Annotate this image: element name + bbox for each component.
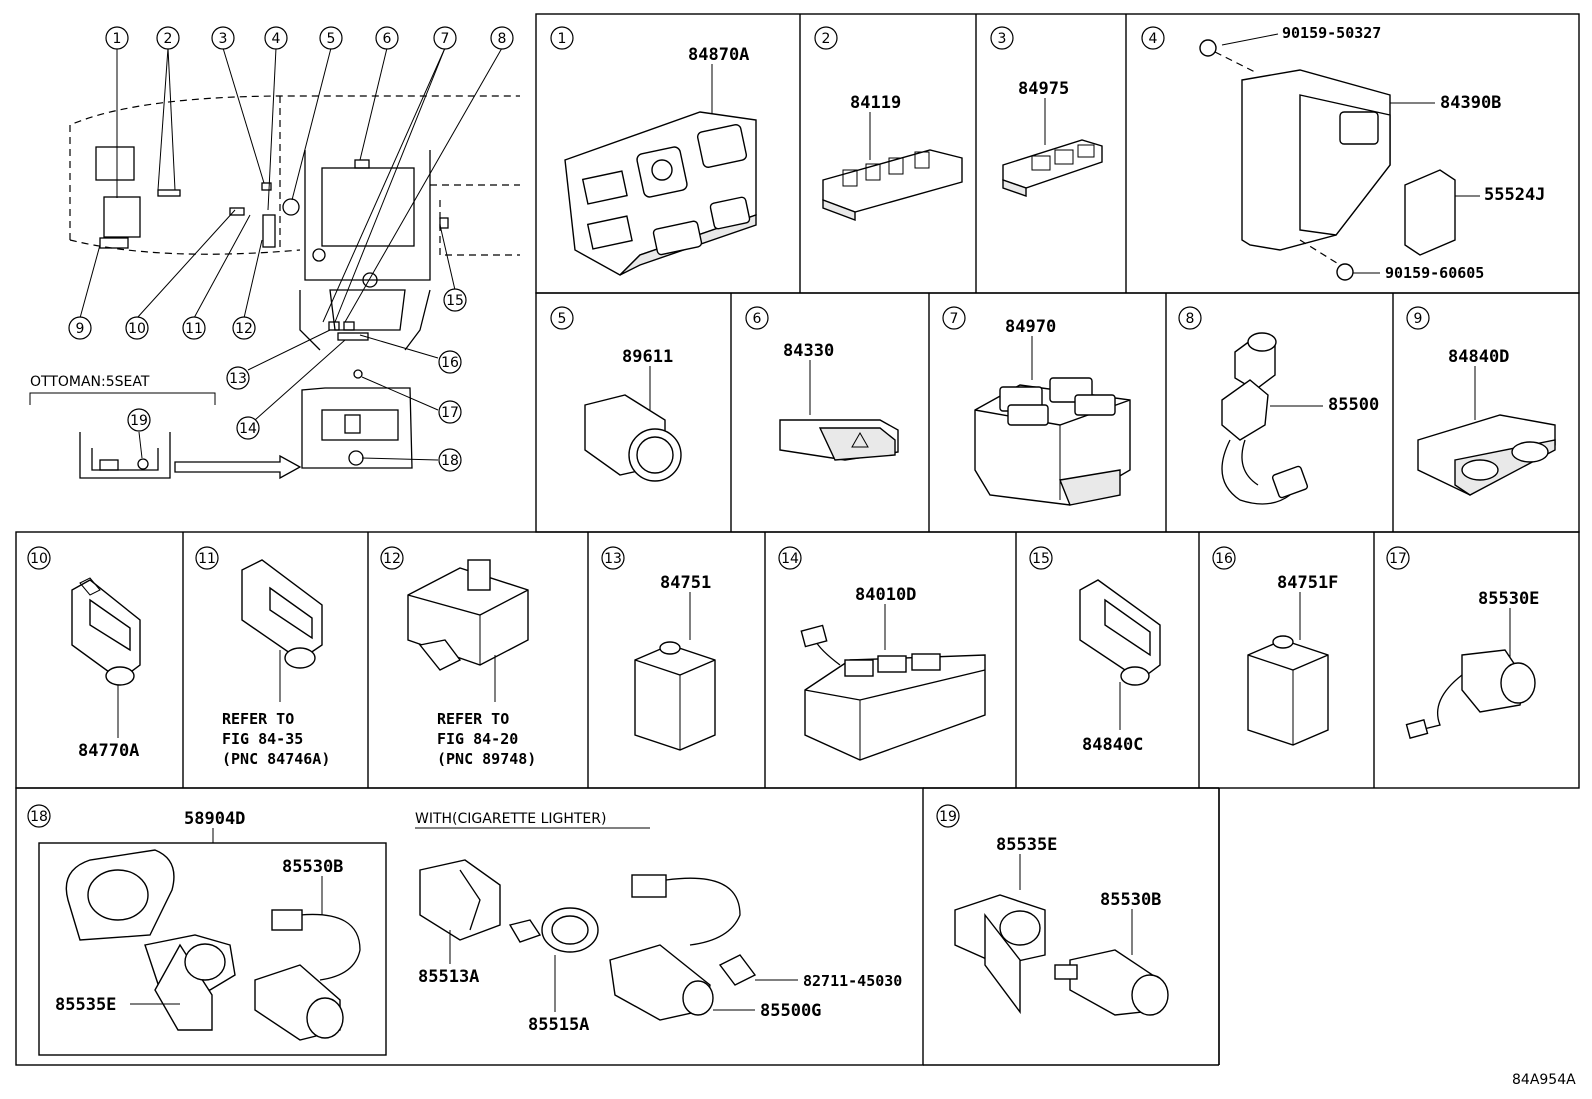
grid-lines <box>15 13 1580 1066</box>
cell-2: 2 84119 <box>814 26 963 222</box>
svg-text:REFER TO: REFER TO <box>222 710 294 728</box>
svg-text:3: 3 <box>998 31 1007 47</box>
svg-text:1: 1 <box>113 31 122 47</box>
svg-text:9: 9 <box>1414 311 1423 327</box>
svg-text:5: 5 <box>327 31 336 47</box>
svg-text:3: 3 <box>219 31 228 47</box>
part-84770A: 84770A <box>78 741 139 761</box>
cell-4: 4 90159-50327 84390B 55524J 90159-60605 <box>1141 24 1545 282</box>
svg-text:(PNC 84746A): (PNC 84746A) <box>222 750 330 768</box>
part-90159-60605: 90159-60605 <box>1385 264 1484 282</box>
svg-text:10: 10 <box>30 551 48 567</box>
svg-text:11: 11 <box>185 321 203 337</box>
cell-19: 19 85535E 85530B <box>936 804 1169 1016</box>
part-84119: 84119 <box>850 93 901 113</box>
part-55524J: 55524J <box>1484 185 1545 205</box>
part-58904D: 58904D <box>184 809 245 829</box>
part-84010D: 84010D <box>855 585 916 605</box>
svg-text:15: 15 <box>446 293 464 309</box>
svg-text:9: 9 <box>76 321 85 337</box>
svg-text:6: 6 <box>383 31 392 47</box>
svg-text:12: 12 <box>383 551 401 567</box>
svg-text:1: 1 <box>558 31 567 47</box>
cell-1: 1 84870A <box>550 26 757 276</box>
part-85535E-19: 85535E <box>996 835 1057 855</box>
svg-text:17: 17 <box>441 405 459 421</box>
part-89611: 89611 <box>622 347 673 367</box>
svg-text:5: 5 <box>558 311 567 327</box>
figure-code: 84A954A <box>1512 1072 1576 1088</box>
part-85530B-19: 85530B <box>1100 890 1161 910</box>
with-cigarette-lighter-label: WITH(CIGARETTE LIGHTER) <box>415 811 606 827</box>
part-85515A: 85515A <box>528 1015 589 1035</box>
svg-text:18: 18 <box>30 809 48 825</box>
part-84975: 84975 <box>1018 79 1069 99</box>
cell-15: 15 84840C <box>1029 546 1161 755</box>
svg-text:6: 6 <box>753 311 762 327</box>
part-84870A: 84870A <box>688 45 749 65</box>
part-84330: 84330 <box>783 341 834 361</box>
part-85530B-18: 85530B <box>282 857 343 877</box>
part-84970: 84970 <box>1005 317 1056 337</box>
cell-6: 6 84330 <box>745 306 899 461</box>
cell-16: 16 84751F <box>1212 546 1338 746</box>
part-85500: 85500 <box>1328 395 1379 415</box>
dashboard-overview: 1 2 3 4 5 6 7 8 9 10 11 12 13 14 15 16 1… <box>29 26 520 480</box>
cell-7: 7 84970 <box>942 306 1131 506</box>
part-84840D: 84840D <box>1448 347 1509 367</box>
part-82711-45030: 82711-45030 <box>803 972 902 990</box>
part-84751: 84751 <box>660 573 711 593</box>
svg-text:4: 4 <box>1149 31 1158 47</box>
svg-text:14: 14 <box>239 421 257 437</box>
svg-text:11: 11 <box>198 551 216 567</box>
svg-text:15: 15 <box>1032 551 1050 567</box>
svg-text:19: 19 <box>130 413 148 429</box>
svg-text:4: 4 <box>272 31 281 47</box>
part-90159-50327: 90159-50327 <box>1282 24 1381 42</box>
svg-text:13: 13 <box>604 551 622 567</box>
cell-12: 12 REFER TO FIG 84-20 (PNC 89748) <box>380 546 536 768</box>
svg-text:2: 2 <box>822 31 831 47</box>
cell-9: 9 84840D <box>1406 306 1556 496</box>
cell-10: 10 84770A <box>27 546 141 761</box>
svg-text:16: 16 <box>441 355 459 371</box>
part-84390B: 84390B <box>1440 93 1501 113</box>
svg-text:18: 18 <box>441 453 459 469</box>
part-84840C: 84840C <box>1082 735 1143 755</box>
svg-text:12: 12 <box>235 321 253 337</box>
svg-text:REFER TO: REFER TO <box>437 710 509 728</box>
cell-5: 5 89611 <box>550 306 682 482</box>
svg-text:13: 13 <box>229 371 247 387</box>
cell-13: 13 84751 <box>601 546 716 751</box>
part-85530E: 85530E <box>1478 589 1539 609</box>
cell-11: 11 REFER TO FIG 84-35 (PNC 84746A) <box>195 546 330 768</box>
cell-8: 8 85500 <box>1178 306 1379 505</box>
svg-text:8: 8 <box>498 31 507 47</box>
svg-text:17: 17 <box>1389 551 1407 567</box>
svg-text:FIG 84-35: FIG 84-35 <box>222 730 303 748</box>
part-85513A: 85513A <box>418 967 479 987</box>
svg-text:FIG 84-20: FIG 84-20 <box>437 730 518 748</box>
svg-text:7: 7 <box>441 31 450 47</box>
svg-text:(PNC 89748): (PNC 89748) <box>437 750 536 768</box>
svg-text:2: 2 <box>164 31 173 47</box>
cell-3: 3 84975 <box>990 26 1103 197</box>
overview-callouts: 1 2 3 4 5 6 7 8 9 10 11 12 13 14 15 16 1… <box>68 26 514 472</box>
svg-text:10: 10 <box>128 321 146 337</box>
part-84751F: 84751F <box>1277 573 1338 593</box>
cell-17: 17 85530E <box>1386 546 1539 739</box>
part-85535E-18: 85535E <box>55 995 116 1015</box>
svg-text:8: 8 <box>1186 311 1195 327</box>
part-85500G: 85500G <box>760 1001 821 1021</box>
cell-18: 18 58904D 85535E 85530B WITH(CIGARETTE L… <box>27 804 902 1056</box>
ottoman-label: OTTOMAN:5SEAT <box>30 374 150 390</box>
svg-text:7: 7 <box>950 311 959 327</box>
svg-text:14: 14 <box>781 551 799 567</box>
svg-text:19: 19 <box>939 809 957 825</box>
cell-14: 14 84010D <box>778 546 986 761</box>
svg-text:16: 16 <box>1215 551 1233 567</box>
